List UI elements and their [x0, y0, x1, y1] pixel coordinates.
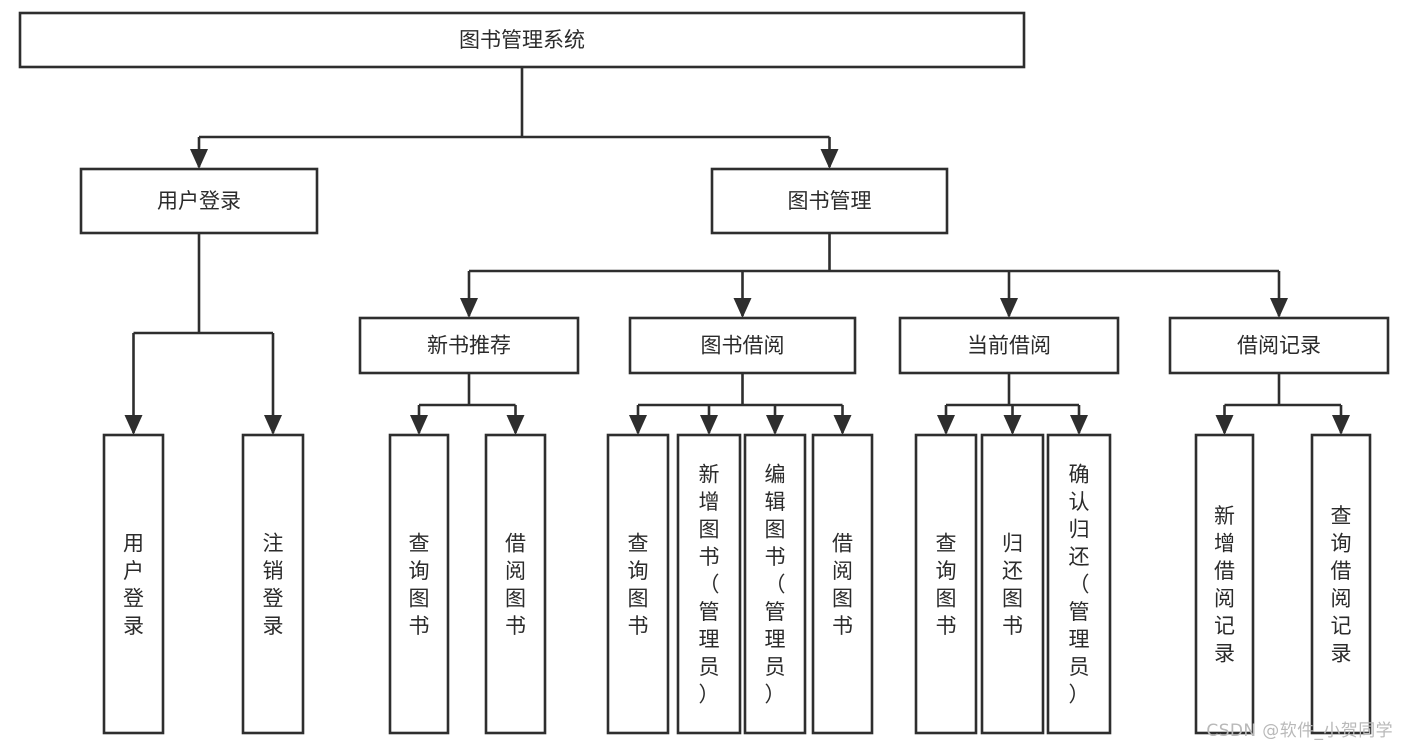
edge-group-borrow-record — [1215, 373, 1350, 435]
node-label-leaf-logout: 注销登录 — [263, 531, 284, 638]
arrow-head-icon — [1215, 415, 1234, 435]
node-label-leaf-user-login: 用户登录 — [123, 531, 144, 638]
node-box-borrow-record[interactable] — [1168, 316, 1390, 375]
node-label-borrow-record: 借阅记录 — [1237, 334, 1321, 358]
node-leaf-add-record[interactable]: 新增借阅记录 — [1194, 433, 1255, 735]
node-label-leaf-query-record: 查询借阅记录 — [1331, 504, 1352, 666]
edge-group-user-login — [124, 233, 282, 435]
node-label-leaf-query-book-3: 查询图书 — [936, 531, 957, 638]
node-leaf-user-login[interactable]: 用户登录 — [102, 433, 165, 735]
arrow-head-icon — [1332, 415, 1350, 435]
node-box-leaf-borrow-book-1[interactable] — [484, 433, 547, 735]
arrow-head-icon — [833, 415, 852, 435]
node-leaf-query-book-2[interactable]: 查询图书 — [606, 433, 670, 735]
node-box-leaf-user-login[interactable] — [102, 433, 165, 735]
arrow-head-icon — [1270, 298, 1288, 318]
node-box-leaf-logout[interactable] — [241, 433, 305, 735]
node-box-leaf-add-book-admin[interactable] — [676, 433, 742, 735]
arrow-head-icon — [190, 149, 208, 169]
node-borrow-record[interactable]: 借阅记录 — [1168, 316, 1390, 375]
node-box-book-borrow[interactable] — [628, 316, 857, 375]
node-label-leaf-edit-book-admin: 编辑图书（管理员） — [765, 463, 786, 707]
node-box-leaf-edit-book-admin[interactable] — [743, 433, 807, 735]
arrow-head-icon — [506, 415, 525, 435]
node-leaf-logout[interactable]: 注销登录 — [241, 433, 305, 735]
node-leaf-add-book-admin[interactable]: 新增图书（管理员） — [676, 433, 742, 735]
arrow-head-icon — [410, 415, 428, 435]
node-box-leaf-confirm-return[interactable] — [1046, 433, 1112, 735]
node-box-leaf-return-book[interactable] — [980, 433, 1045, 735]
arrow-head-icon — [264, 415, 282, 435]
edge-group-new-book-recommend — [410, 373, 525, 435]
node-box-leaf-query-book-2[interactable] — [606, 433, 670, 735]
arrow-head-icon — [1003, 415, 1022, 435]
arrow-head-icon — [820, 149, 839, 169]
node-new-book-recommend[interactable]: 新书推荐 — [358, 316, 580, 375]
node-box-new-book-recommend[interactable] — [358, 316, 580, 375]
node-leaf-query-record[interactable]: 查询借阅记录 — [1310, 433, 1372, 735]
node-leaf-query-book-3[interactable]: 查询图书 — [914, 433, 978, 735]
node-box-leaf-borrow-book-2[interactable] — [811, 433, 874, 735]
node-label-leaf-borrow-book-1: 借阅图书 — [505, 531, 526, 638]
node-label-leaf-query-book-2: 查询图书 — [628, 531, 649, 638]
node-box-user-login[interactable] — [79, 167, 319, 235]
node-box-leaf-query-book-1[interactable] — [388, 433, 450, 735]
node-book-manage[interactable]: 图书管理 — [710, 167, 949, 235]
node-leaf-query-book-1[interactable]: 查询图书 — [388, 433, 450, 735]
node-current-borrow[interactable]: 当前借阅 — [898, 316, 1120, 375]
node-label-new-book-recommend: 新书推荐 — [427, 334, 511, 358]
node-label-leaf-borrow-book-2: 借阅图书 — [832, 531, 853, 638]
node-label-leaf-query-book-1: 查询图书 — [409, 531, 430, 638]
node-leaf-borrow-book-2[interactable]: 借阅图书 — [811, 433, 874, 735]
arrow-head-icon — [700, 415, 718, 435]
arrow-head-icon — [937, 415, 955, 435]
nodes-layer: 图书管理系统用户登录图书管理新书推荐图书借阅当前借阅借阅记录用户登录注销登录查询… — [18, 11, 1390, 735]
arrow-head-icon — [1000, 298, 1018, 318]
node-label-user-login: 用户登录 — [157, 189, 241, 213]
node-leaf-edit-book-admin[interactable]: 编辑图书（管理员） — [743, 433, 807, 735]
node-user-login[interactable]: 用户登录 — [79, 167, 319, 235]
node-box-leaf-add-record[interactable] — [1194, 433, 1255, 735]
node-leaf-return-book[interactable]: 归还图书 — [980, 433, 1045, 735]
node-box-leaf-query-record[interactable] — [1310, 433, 1372, 735]
node-leaf-borrow-book-1[interactable]: 借阅图书 — [484, 433, 547, 735]
node-box-leaf-query-book-3[interactable] — [914, 433, 978, 735]
arrow-head-icon — [1070, 415, 1088, 435]
arrow-head-icon — [733, 298, 752, 318]
node-label-leaf-confirm-return: 确认归还（管理员） — [1069, 463, 1090, 707]
edge-group-current-borrow — [937, 373, 1088, 435]
node-label-leaf-add-book-admin: 新增图书（管理员） — [699, 463, 720, 707]
edge-group-root — [190, 67, 839, 169]
node-label-book-manage: 图书管理 — [788, 189, 872, 213]
node-label-current-borrow: 当前借阅 — [967, 334, 1051, 358]
node-box-root[interactable] — [18, 11, 1026, 69]
node-box-current-borrow[interactable] — [898, 316, 1120, 375]
node-leaf-confirm-return[interactable]: 确认归还（管理员） — [1046, 433, 1112, 735]
arrow-head-icon — [460, 298, 478, 318]
connectors-layer — [124, 67, 1350, 435]
edge-group-book-manage — [460, 233, 1288, 318]
node-label-leaf-add-record: 新增借阅记录 — [1214, 504, 1235, 666]
arrow-head-icon — [124, 415, 143, 435]
arrow-head-icon — [766, 415, 784, 435]
node-root[interactable]: 图书管理系统 — [18, 11, 1026, 69]
edge-group-book-borrow — [629, 373, 852, 435]
node-book-borrow[interactable]: 图书借阅 — [628, 316, 857, 375]
arrow-head-icon — [629, 415, 647, 435]
node-label-leaf-return-book: 归还图书 — [1002, 531, 1023, 638]
node-box-book-manage[interactable] — [710, 167, 949, 235]
node-label-book-borrow: 图书借阅 — [701, 334, 785, 358]
node-label-root: 图书管理系统 — [459, 28, 585, 52]
